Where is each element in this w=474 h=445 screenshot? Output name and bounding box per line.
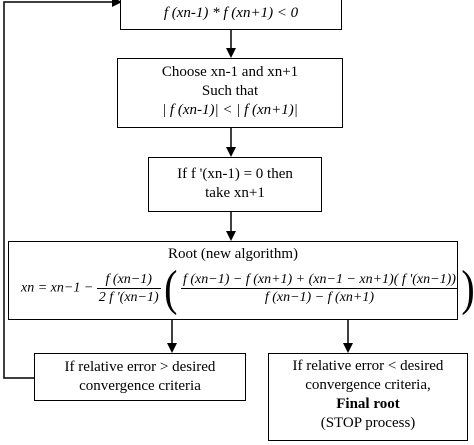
condition-text: f (xn-1) * f (xn+1) < 0 [163, 5, 299, 21]
formula-fraction-2: f (xn−1) − f (xn+1) + (xn−1 − xn+1)( f '… [180, 271, 458, 306]
choose-text: Choose xn-1 and xn+1 [161, 64, 299, 80]
formula-fraction-1: f (xn−1) 2 f '(xn−1) [96, 271, 161, 306]
stop-text-2: convergence criteria, [305, 377, 431, 393]
root-title: Root (new algorithm) [168, 246, 298, 262]
derivative-check-box: If f '(xn-1) = 0 then take xn+1 [148, 157, 322, 212]
fraction-2-numerator: f (xn−1) − f (xn+1) + (xn−1 − xn+1)( f '… [180, 271, 458, 289]
stop-process-text: (STOP process) [320, 415, 416, 431]
continue-text-1: If relative error > desired [64, 359, 216, 375]
root-algorithm-box: Root (new algorithm) xn = xn−1 − f (xn−1… [8, 241, 474, 320]
choose-box: Choose xn-1 and xn+1 Such that | f (xn-1… [117, 58, 343, 128]
stop-text-1: If relative error < desired [292, 358, 444, 374]
take-text: take xn+1 [205, 185, 265, 201]
fraction-2-denominator: f (xn−1) − f (xn+1) [264, 289, 375, 305]
continue-text-2: convergence criteria [79, 378, 201, 394]
inequality-text: | f (xn-1)| < | f (xn+1)| [162, 102, 298, 118]
continue-box: If relative error > desired convergence … [34, 353, 246, 401]
such-that-text: Such that [201, 83, 259, 99]
final-root-text: Final root [336, 396, 400, 412]
left-paren: ( [164, 259, 178, 316]
right-paren: ) [461, 259, 474, 316]
loop-back-line [3, 0, 122, 379]
fraction-1-denominator: 2 f '(xn−1) [98, 289, 159, 305]
derivative-check-text: If f '(xn-1) = 0 then [177, 166, 293, 182]
root-formula: xn = xn−1 − f (xn−1) 2 f '(xn−1) ( f (xn… [21, 262, 474, 312]
formula-lhs: xn = xn−1 − [21, 280, 94, 296]
stop-box: If relative error < desired convergence … [268, 353, 468, 441]
fraction-1-numerator: f (xn−1) [96, 271, 161, 289]
condition-box: f (xn-1) * f (xn+1) < 0 [120, 0, 342, 30]
